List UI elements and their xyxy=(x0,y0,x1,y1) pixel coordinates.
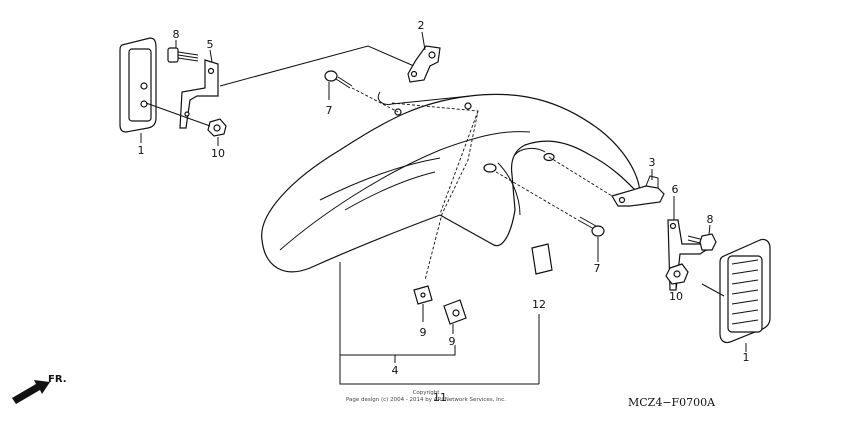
left-clip[interactable] xyxy=(413,285,433,305)
direction-label: FR. xyxy=(48,374,67,385)
upper-screw[interactable] xyxy=(324,70,353,89)
leader-10-left-axis xyxy=(145,102,211,127)
callout-1-left[interactable]: 1 xyxy=(138,144,145,157)
right-reflector[interactable] xyxy=(719,238,771,344)
callout-12[interactable]: 12 xyxy=(532,298,546,311)
diagram-code: MCZ4−F0700A xyxy=(628,396,716,409)
right-bolt[interactable] xyxy=(687,233,717,251)
left-reflector[interactable] xyxy=(119,37,157,133)
callout-9-right[interactable]: 9 xyxy=(449,335,456,348)
callout-3[interactable]: 3 xyxy=(649,156,656,169)
leader-bracket-left xyxy=(219,45,415,87)
dashed-guide-inner-2 xyxy=(439,110,479,215)
right-clip[interactable] xyxy=(443,299,467,325)
front-fender[interactable] xyxy=(261,91,641,273)
callout-10-right[interactable]: 10 xyxy=(669,290,683,303)
callout-8-left[interactable]: 8 xyxy=(173,28,180,41)
leader-3-axis xyxy=(548,156,613,197)
leader-7-top-axis xyxy=(351,87,399,113)
copyright-line-1: Copyright xyxy=(413,390,441,396)
left-flange-nut[interactable] xyxy=(207,118,227,137)
callout-10-left[interactable]: 10 xyxy=(211,147,225,160)
callout-9-left[interactable]: 9 xyxy=(420,326,427,339)
dashed-guide-inner xyxy=(391,102,479,281)
fender-pad[interactable] xyxy=(531,243,553,275)
callout-8-right[interactable]: 8 xyxy=(707,213,714,226)
callout-7-bottom[interactable]: 7 xyxy=(594,262,601,275)
leader-5 xyxy=(209,49,213,63)
upper-bracket[interactable] xyxy=(407,45,441,83)
left-bolt[interactable] xyxy=(167,47,199,63)
callout-11[interactable]: 11 xyxy=(433,391,447,404)
callout-4[interactable]: 4 xyxy=(392,364,399,377)
callout-2[interactable]: 2 xyxy=(418,19,425,32)
lower-screw[interactable] xyxy=(577,216,605,237)
callout-7-top[interactable]: 7 xyxy=(326,104,333,117)
callout-6[interactable]: 6 xyxy=(672,183,679,196)
right-flange-nut[interactable] xyxy=(665,263,689,285)
leader-7-bottom-axis xyxy=(495,171,579,221)
callout-5[interactable]: 5 xyxy=(207,38,214,51)
leader-1-right-axis xyxy=(701,283,725,297)
bracket-4 xyxy=(339,262,456,356)
left-reflector-bracket[interactable] xyxy=(179,59,219,129)
callout-1-right[interactable]: 1 xyxy=(743,351,750,364)
leader-2 xyxy=(421,31,426,51)
leader-8-right xyxy=(708,224,711,235)
front-direction-arrow-icon xyxy=(12,380,50,404)
right-upper-bracket[interactable] xyxy=(611,175,665,207)
copyright-line-2: Page design (c) 2004 - 2014 by ARI Netwo… xyxy=(346,397,506,403)
bracket-11 xyxy=(339,355,539,385)
